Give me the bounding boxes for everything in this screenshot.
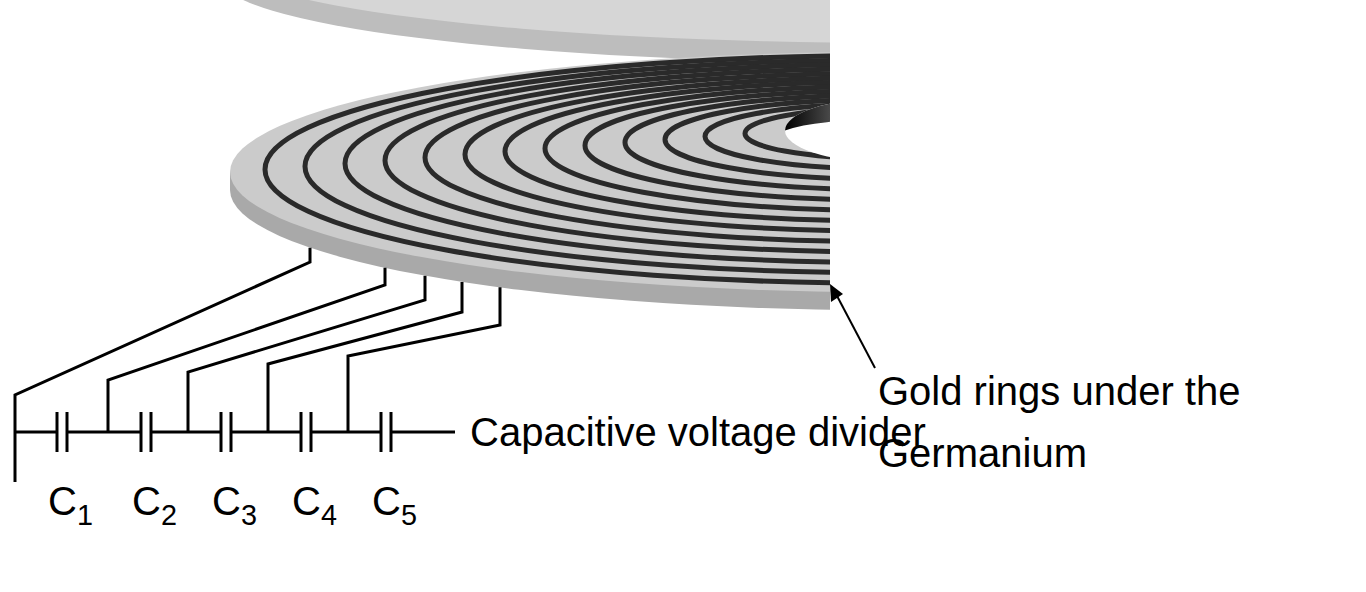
gold-ring	[305, 60, 830, 273]
capacitor-label: C1	[48, 470, 93, 532]
gold-ring	[545, 86, 830, 210]
gold-ring	[345, 64, 830, 262]
gold-ring	[585, 91, 830, 200]
capacitor-label: C2	[132, 470, 177, 532]
leader-line	[836, 294, 875, 368]
capacitor-label: C4	[292, 470, 337, 532]
arrow-head	[830, 284, 843, 302]
wire	[14, 432, 17, 482]
gold-ring	[425, 73, 830, 241]
gold-ring	[625, 95, 830, 189]
capacitor-label: C5	[372, 470, 417, 532]
gold-ring	[665, 100, 830, 180]
gold-ring	[265, 56, 830, 284]
gold-ring	[505, 82, 830, 221]
top-plate	[220, 0, 830, 63]
wire	[268, 282, 462, 432]
capacitor-label: C3	[212, 470, 257, 532]
wire	[15, 248, 500, 482]
wire	[108, 268, 385, 432]
center-hole	[785, 99, 830, 162]
gold-ring	[385, 69, 830, 252]
capacitor-symbol	[15, 412, 455, 452]
gold-ring	[465, 78, 830, 232]
callout-label: Gold rings under the Germanium	[878, 360, 1308, 484]
germanium-disk	[230, 52, 830, 310]
part-label: Capacitive voltage divider	[470, 401, 926, 463]
hole-wall	[785, 99, 830, 130]
wire	[15, 248, 310, 432]
